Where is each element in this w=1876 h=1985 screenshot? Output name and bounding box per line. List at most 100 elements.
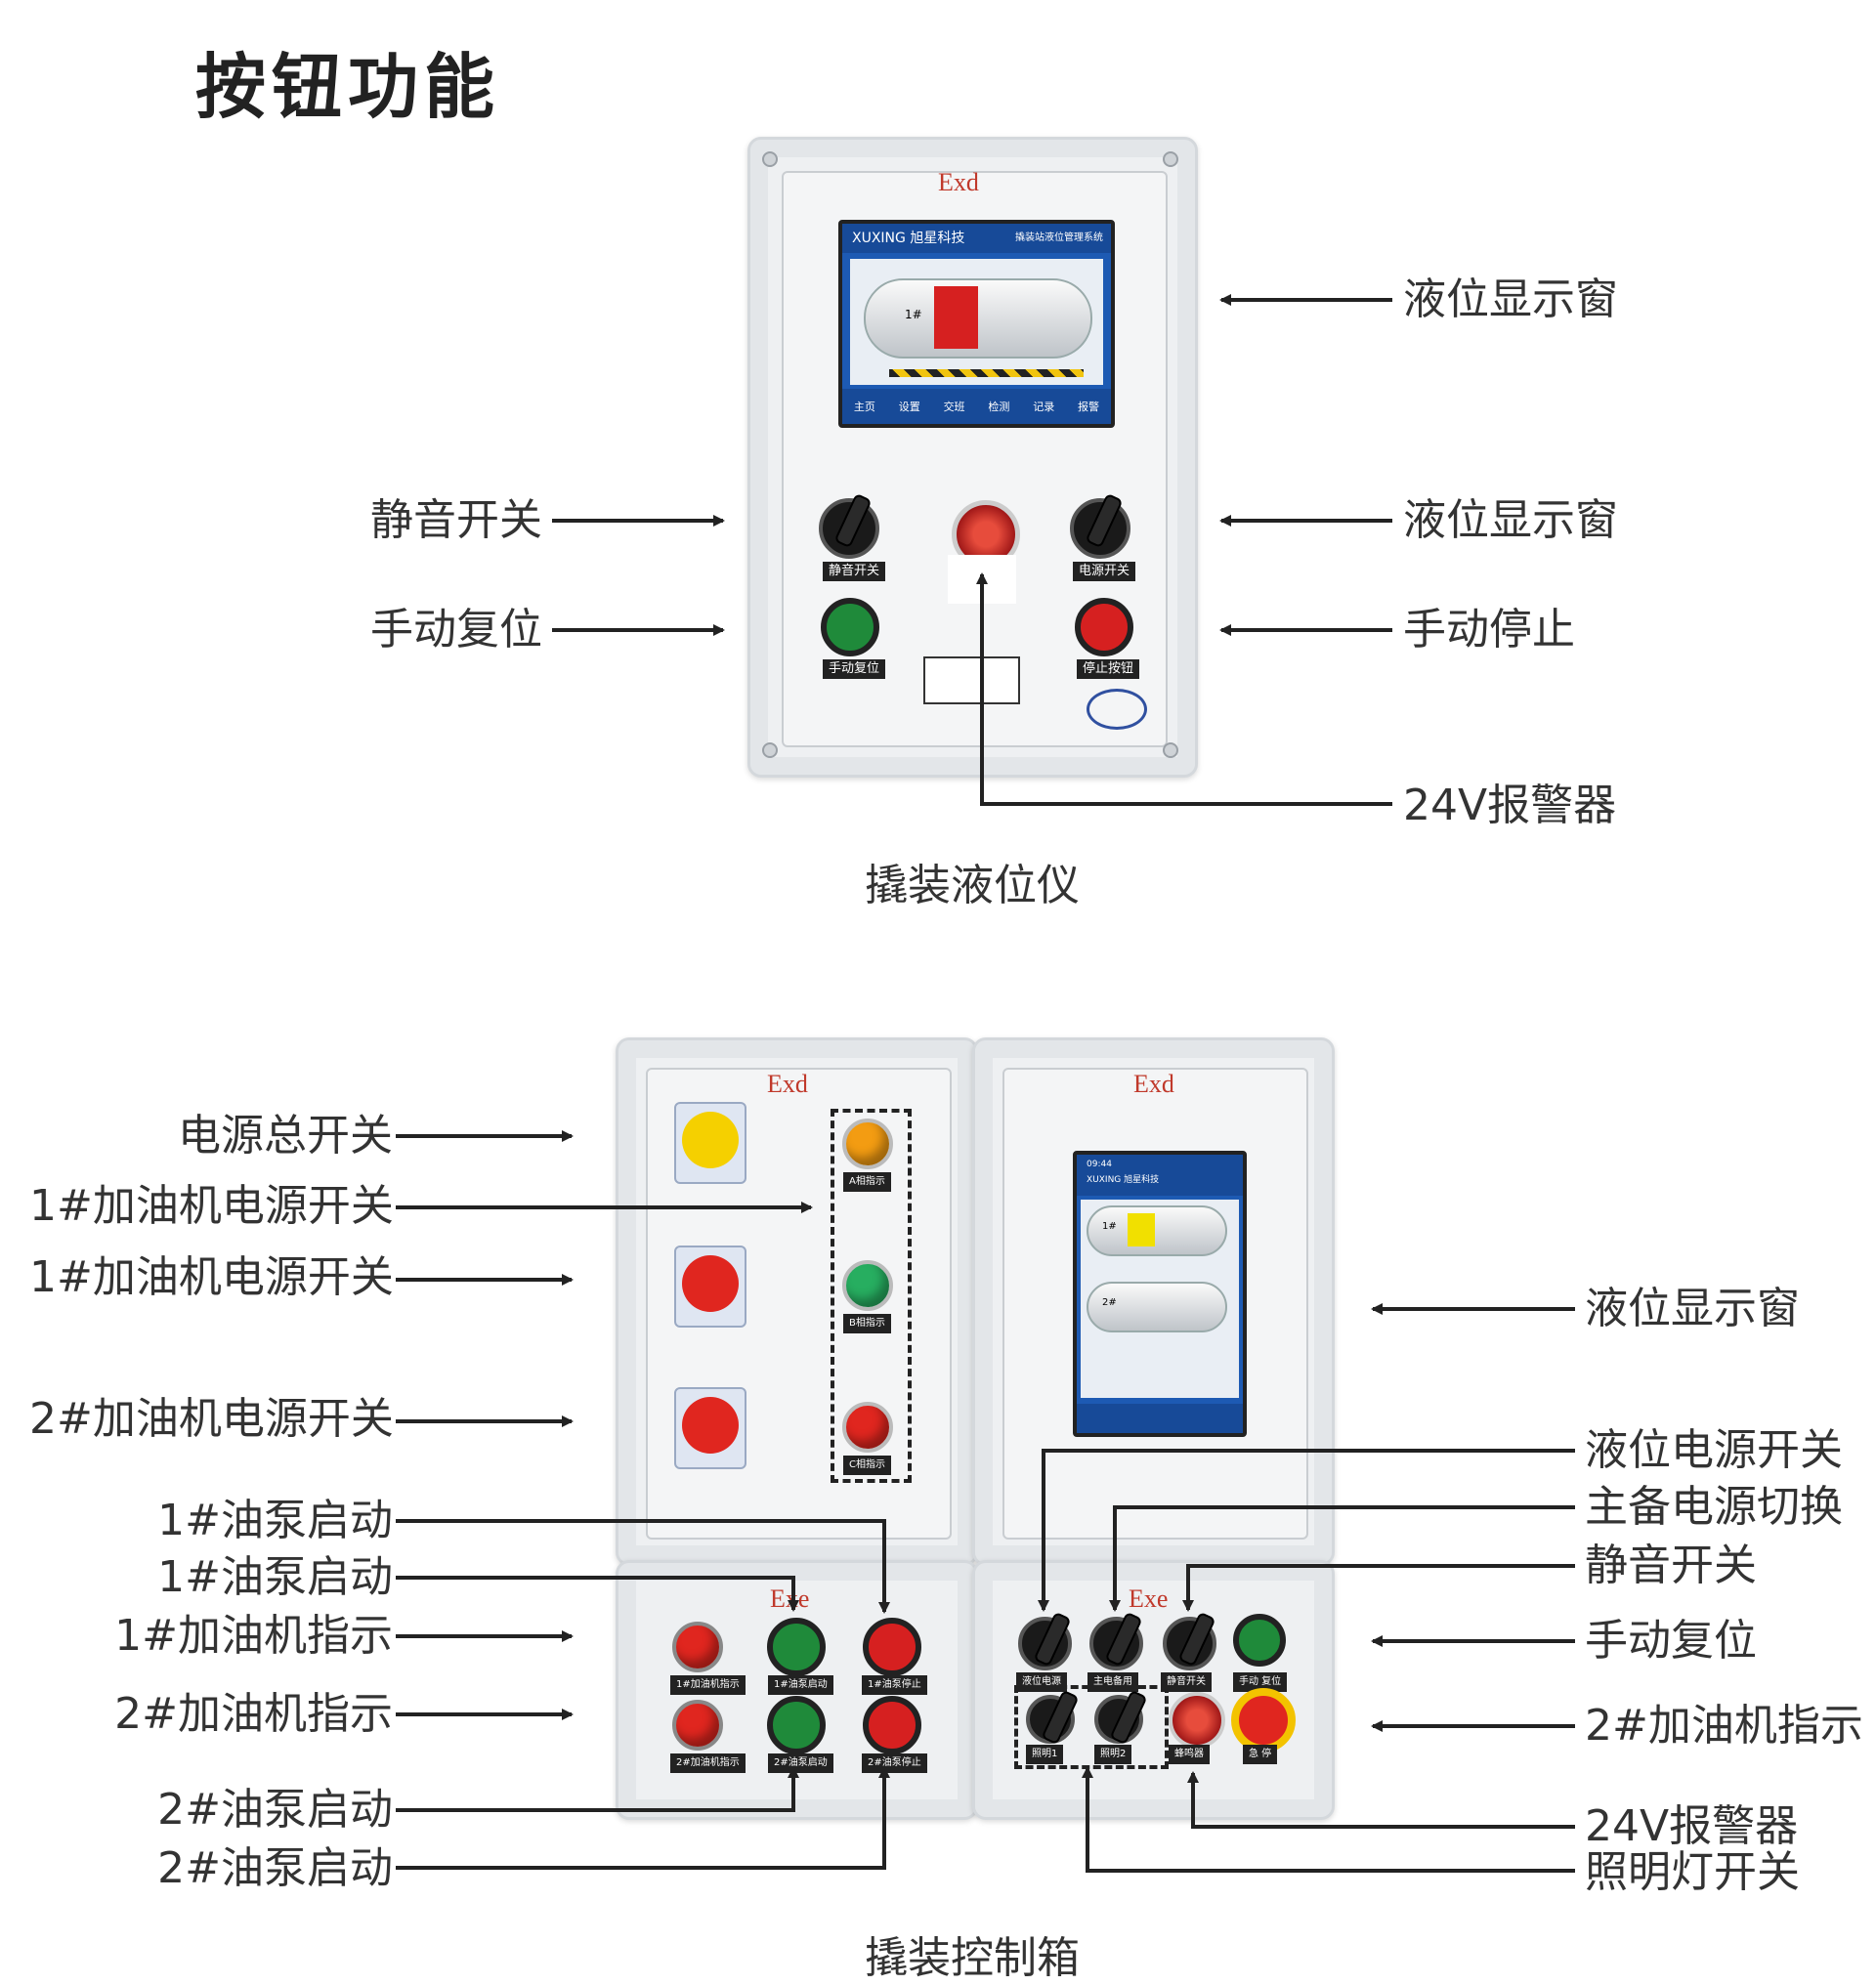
phase-b-plate: B相指示 <box>843 1314 891 1333</box>
label-dispenser2-ind-right: 2#加油机指示 <box>1585 1701 1863 1751</box>
nav-alarm[interactable]: 报警 <box>1078 401 1100 413</box>
arrow-pump2-start-b <box>396 1766 890 1870</box>
nav-home[interactable]: 主页 <box>853 401 875 413</box>
power-switch-knob[interactable] <box>1070 498 1130 559</box>
manual-reset-plate: 手动 复位 <box>1233 1672 1288 1692</box>
level-display-screen: XUXING 旭星科技 撬装站液位管理系统 1# 主页 设置 交班 检测 记录 … <box>838 220 1115 428</box>
nav-shift[interactable]: 交班 <box>943 401 965 413</box>
nav-settings[interactable]: 设置 <box>898 401 920 413</box>
tank-label: 2# <box>1102 1297 1117 1308</box>
pump1-stop-plate: 1#油泵停止 <box>862 1675 927 1695</box>
label-lighting: 照明灯开关 <box>1585 1847 1800 1897</box>
lighting1-knob[interactable] <box>1026 1695 1075 1744</box>
pump1-start-plate: 1#油泵启动 <box>768 1675 833 1695</box>
pump2-stop-button[interactable] <box>863 1696 921 1754</box>
phase-b-indicator <box>842 1260 893 1311</box>
ex-mark: Exd <box>767 1070 808 1098</box>
screen-nav: 主页 设置 交班 检测 记录 报警 <box>842 389 1111 424</box>
dispenser2-power-switch[interactable] <box>674 1387 746 1469</box>
dispenser1-power-knob <box>682 1255 739 1312</box>
pump2-stop-plate: 2#油泵停止 <box>862 1753 927 1773</box>
label-dispenser2-power: 2#加油机电源开关 <box>29 1394 394 1444</box>
main-power-switch[interactable] <box>674 1102 746 1184</box>
arrow-lighting <box>1082 1766 1575 1873</box>
lighting2-knob[interactable] <box>1094 1695 1143 1744</box>
screen-system: 撬装站液位管理系统 <box>1015 232 1103 243</box>
arrow-24v-alarm <box>976 572 1392 806</box>
tank-graphic: 1# <box>864 278 1092 359</box>
label-mute-switch: 静音开关 <box>370 495 542 545</box>
power-switch-plate: 电源开关 <box>1073 562 1136 581</box>
label-mute: 静音开关 <box>1585 1541 1757 1590</box>
ex-mark: Exd <box>1133 1070 1174 1098</box>
pump1-start-button[interactable] <box>767 1618 826 1676</box>
label-manual-stop: 手动停止 <box>1403 605 1575 655</box>
mute-switch-knob[interactable] <box>819 498 879 559</box>
stop-button[interactable] <box>1075 598 1133 656</box>
mute-plate: 静音开关 <box>1161 1672 1212 1692</box>
ex-mark: Exe <box>1129 1584 1169 1613</box>
reset-button[interactable] <box>821 598 879 656</box>
section1-caption: 撬装液位仪 <box>865 861 1080 910</box>
tank-level-fill <box>934 286 978 349</box>
label-level-window-2: 液位显示窗 <box>1403 495 1618 545</box>
label-pump1-start-b: 1#油泵启动 <box>157 1552 393 1602</box>
cert-seal <box>1087 689 1147 730</box>
pump2-start-button[interactable] <box>767 1696 826 1754</box>
lighting1-plate: 照明1 <box>1026 1745 1064 1764</box>
label-dispenser1-indicator: 1#加油机指示 <box>114 1611 393 1661</box>
main-backup-knob[interactable] <box>1089 1617 1143 1670</box>
arrow-pump1-start-b <box>396 1576 799 1612</box>
phase-a-plate: A相指示 <box>843 1172 891 1192</box>
tank-graphic: 1# <box>1087 1205 1227 1256</box>
section2-caption: 撬装控制箱 <box>865 1933 1080 1983</box>
label-level-power: 液位电源开关 <box>1585 1425 1843 1475</box>
level-power-knob[interactable] <box>1018 1617 1072 1670</box>
pump2-start-plate: 2#油泵启动 <box>768 1753 833 1773</box>
label-24v-alarm: 24V报警器 <box>1403 781 1617 830</box>
label-dispenser1-power-a: 1#加油机电源开关 <box>29 1181 394 1231</box>
phase-a-indicator <box>842 1119 893 1169</box>
phase-c-indicator <box>842 1402 893 1453</box>
pump1-stop-button[interactable] <box>863 1618 921 1676</box>
tank-level-fill <box>1128 1213 1155 1246</box>
dispenser2-indicator-plate: 2#加油机指示 <box>670 1753 746 1773</box>
label-manual-reset: 手动复位 <box>370 605 542 655</box>
nav-check[interactable]: 检测 <box>988 401 1010 413</box>
screen-header: 09:44 XUXING 旭星科技 <box>1077 1155 1243 1196</box>
phase-indicator-group <box>831 1109 912 1483</box>
screen-brand: XUXING 旭星科技 <box>852 231 965 246</box>
buzzer-24v[interactable] <box>1169 1692 1225 1749</box>
nav-records[interactable]: 记录 <box>1033 401 1055 413</box>
label-main-power: 电源总开关 <box>178 1111 393 1161</box>
label-dispenser1-power-b: 1#加油机电源开关 <box>29 1252 394 1302</box>
arrow-pump2-start-a <box>396 1766 799 1812</box>
label-main-backup: 主备电源切换 <box>1585 1482 1843 1532</box>
manual-reset-button[interactable] <box>1233 1614 1286 1667</box>
label-pump2-start-a: 2#油泵启动 <box>157 1785 393 1835</box>
dispenser1-indicator <box>672 1622 723 1672</box>
label-pump1-start-a: 1#油泵启动 <box>157 1496 393 1545</box>
arrow-mute <box>1182 1564 1575 1612</box>
screen-time: 09:44 <box>1087 1160 1112 1169</box>
screen-header: XUXING 旭星科技 撬装站液位管理系统 <box>842 224 1111 253</box>
tank-label: 1# <box>1102 1221 1117 1232</box>
label-reset: 手动复位 <box>1585 1616 1757 1666</box>
dispenser2-power-knob <box>682 1397 739 1454</box>
bolt-icon <box>762 742 778 758</box>
phase-c-plate: C相指示 <box>843 1456 891 1475</box>
emergency-stop-plate: 急 停 <box>1243 1745 1278 1764</box>
label-dispenser2-indicator: 2#加油机指示 <box>114 1689 393 1739</box>
arrow-pump1-start-a <box>396 1519 890 1614</box>
dispenser1-power-switch[interactable] <box>674 1246 746 1328</box>
arrow-level-power <box>1038 1449 1575 1612</box>
screen-body: 1# <box>850 259 1103 385</box>
screen-body: 1# 2# <box>1081 1200 1239 1398</box>
dispenser1-indicator-plate: 1#加油机指示 <box>670 1675 746 1695</box>
mute-knob[interactable] <box>1163 1617 1216 1670</box>
label-pump2-start-b: 2#油泵启动 <box>157 1843 393 1893</box>
bolt-icon <box>1163 151 1178 167</box>
stop-button-plate: 停止按钮 <box>1077 659 1140 679</box>
tank-graphic: 2# <box>1087 1282 1227 1332</box>
